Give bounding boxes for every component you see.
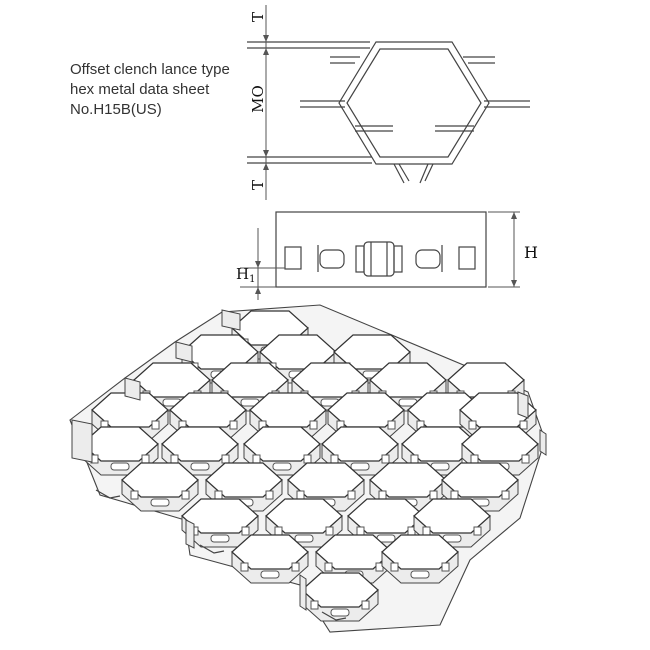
- lance-slot: [150, 498, 170, 507]
- hex-cell: [301, 572, 379, 608]
- hex-cell: [381, 534, 459, 570]
- lance-slot: [330, 608, 350, 617]
- dimension-label-h1: H1: [236, 265, 255, 285]
- hex-cell: [461, 426, 539, 462]
- dimension-label-mo: MO: [249, 85, 267, 113]
- hex-cell: [243, 426, 321, 462]
- edge-tab: [71, 419, 93, 463]
- dimension-label-t-top: T: [249, 12, 267, 22]
- square-hole: [291, 562, 300, 572]
- square-hole: [303, 454, 312, 464]
- edge-tab: [539, 429, 547, 456]
- square-hole: [330, 454, 339, 464]
- square-hole: [240, 562, 249, 572]
- square-hole: [422, 526, 431, 536]
- square-hole: [325, 526, 334, 536]
- square-hole: [252, 454, 261, 464]
- hex-cell: [121, 462, 199, 498]
- square-hole: [221, 454, 230, 464]
- square-hole: [473, 526, 482, 536]
- honeycomb-panel-isometric: [69, 304, 547, 633]
- square-hole: [265, 490, 274, 500]
- square-hole: [151, 420, 160, 430]
- square-hole: [141, 454, 150, 464]
- square-hole: [519, 420, 528, 430]
- panel-foot: [199, 544, 225, 554]
- square-hole: [296, 490, 305, 500]
- hex-cell: [81, 426, 159, 462]
- lance-slot: [110, 462, 130, 471]
- square-hole: [356, 526, 365, 536]
- caption-line-3: No.H15B(US): [70, 101, 162, 118]
- hex-cell: [441, 462, 519, 498]
- square-hole: [501, 490, 510, 500]
- square-hole: [381, 454, 390, 464]
- hex-cell: [321, 426, 399, 462]
- square-hole: [170, 454, 179, 464]
- lance-slot: [294, 534, 314, 543]
- data-sheet-caption: Offset clench lance type hex metal data …: [70, 60, 270, 120]
- square-hole: [181, 490, 190, 500]
- hex-cell: [231, 534, 309, 570]
- hex-cell: [205, 462, 283, 498]
- square-hole: [309, 420, 318, 430]
- square-hole: [521, 454, 530, 464]
- square-hole: [274, 526, 283, 536]
- hex-cell: [265, 498, 343, 534]
- hex-cell: [181, 334, 259, 370]
- square-hole: [229, 420, 238, 430]
- square-hole: [387, 420, 396, 430]
- panel-foot: [95, 489, 121, 499]
- hex-cell-top-view: T MO T: [247, 5, 530, 200]
- square-hole: [324, 562, 333, 572]
- square-hole: [214, 490, 223, 500]
- square-hole: [347, 490, 356, 500]
- lance-slot: [350, 462, 370, 471]
- lance-slot: [260, 570, 280, 579]
- square-hole: [410, 454, 419, 464]
- edge-tab: [517, 391, 529, 419]
- edge-tab: [185, 519, 195, 549]
- lance-slot: [210, 534, 230, 543]
- square-hole: [378, 490, 387, 500]
- dimension-label-h: H: [524, 243, 538, 262]
- hex-cell: [161, 426, 239, 462]
- square-hole: [310, 600, 319, 610]
- edge-tab: [299, 574, 307, 611]
- square-hole: [390, 562, 399, 572]
- dimension-label-t-bottom: T: [249, 180, 267, 190]
- square-hole: [468, 420, 477, 430]
- hex-cell: [459, 392, 537, 428]
- hex-cell: [287, 462, 365, 498]
- hex-cell: [181, 498, 259, 534]
- caption-line-2: hex metal data sheet: [70, 81, 210, 98]
- square-hole: [241, 526, 250, 536]
- square-hole: [361, 600, 370, 610]
- lance-slot: [190, 462, 210, 471]
- edge-tab: [221, 309, 241, 331]
- lance-slot: [272, 462, 292, 471]
- caption-line-1: Offset clench lance type: [70, 61, 230, 78]
- panel-foot: [321, 611, 347, 621]
- square-hole: [441, 562, 450, 572]
- edge-tab: [175, 341, 193, 363]
- lance-slot: [410, 570, 430, 579]
- strip-side-view: H H1: [236, 211, 538, 300]
- edge-tab: [124, 377, 141, 401]
- square-hole: [130, 490, 139, 500]
- hex-cell: [413, 498, 491, 534]
- square-hole: [429, 490, 438, 500]
- square-hole: [470, 454, 479, 464]
- square-hole: [450, 490, 459, 500]
